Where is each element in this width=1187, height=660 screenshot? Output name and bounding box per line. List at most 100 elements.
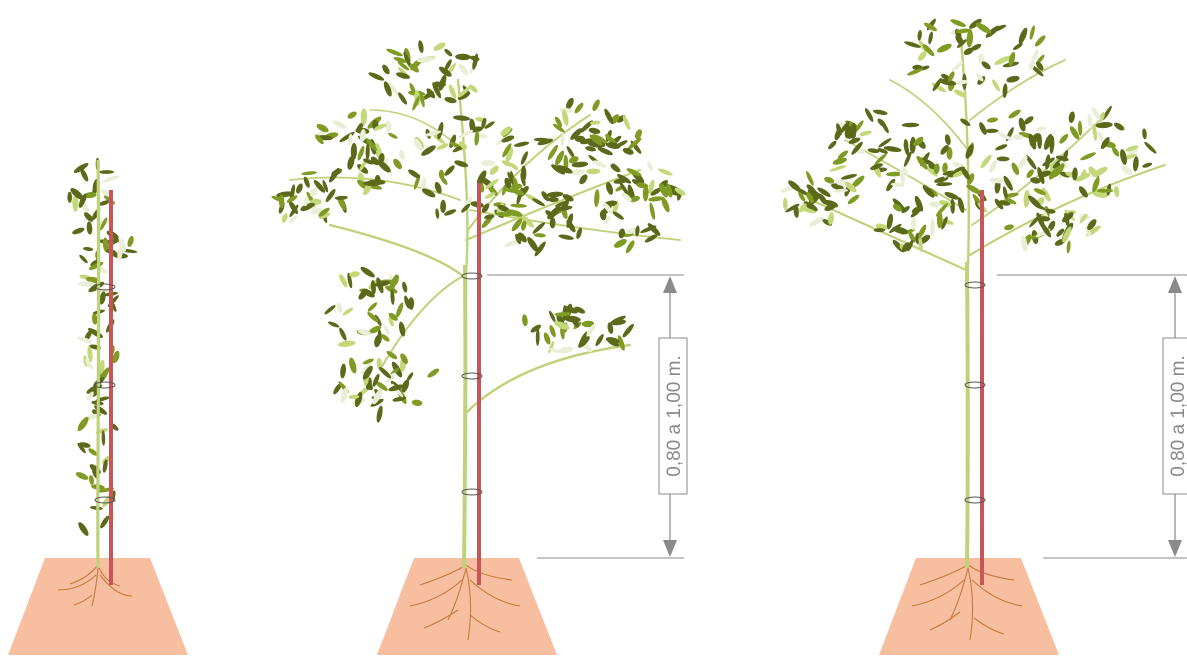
leaf [987,117,999,123]
leaf [929,201,941,209]
arrow-down [663,540,677,557]
leaf [455,53,471,60]
leaf [405,371,414,382]
leaf [342,306,355,316]
leaf [603,108,615,125]
leaf [335,195,348,200]
leaf [281,212,289,223]
leaf [1119,164,1133,177]
leaf [1029,25,1036,40]
leaf [534,233,546,238]
leaf [426,367,440,379]
leaf [340,363,347,378]
leaf [338,327,348,342]
leaf [387,132,398,140]
leaf [408,297,414,310]
leaf [440,200,446,213]
leaf [458,129,474,140]
leaf [346,110,358,120]
leaf [902,123,919,128]
leaf [436,142,450,151]
leaf [1017,117,1026,132]
leaf [592,159,607,169]
leaf [1143,141,1158,155]
leaf [586,168,600,174]
leaf [67,192,72,203]
leaf [331,118,348,130]
leaf [808,215,825,228]
leaf [863,107,874,123]
leaves [67,158,137,538]
leaf [991,78,1002,92]
leaf [435,208,440,219]
leaf [978,121,988,136]
leaf [381,63,391,75]
leaf [588,127,601,135]
leaf [79,167,90,182]
leaf [338,340,356,348]
leaf [859,130,873,138]
leaf [443,48,453,58]
leaf [548,310,557,323]
leaf [1096,130,1105,142]
leaf [339,386,350,404]
leaf [514,141,530,148]
leaf [335,302,343,314]
leaf [338,130,355,143]
leaf [99,514,111,529]
leaf [368,71,385,82]
leaf [525,236,540,254]
leaf [126,235,134,247]
leaf [548,197,559,202]
dimension-label: 0,80 a 1,00 m. [1168,355,1187,476]
leaf [357,328,372,337]
arrow-up [1168,276,1182,293]
leaf [558,233,574,241]
leaf [1058,133,1070,145]
leaf [823,176,835,185]
stage-formed-tree-pruned [780,17,1165,655]
leaf [338,273,349,289]
leaf [621,323,635,339]
leaf [457,62,470,76]
leaf [930,219,935,236]
leaf [657,167,673,177]
leaf [534,138,549,142]
leaf [917,30,922,41]
leaf [1044,154,1051,170]
leaf [348,357,358,374]
stage-formed-tree-with-low-branch [271,40,687,655]
leaf [573,101,585,114]
leaf [634,128,644,140]
leaf [1033,34,1046,48]
trunk [98,160,99,568]
leaf [594,333,605,347]
leaf [301,171,317,176]
leaf [76,415,91,432]
leaf [936,42,953,54]
leaf [648,202,656,220]
leaf [621,114,631,130]
support-stake [477,183,481,585]
leaf [911,217,917,230]
leaf [99,170,114,174]
leaf [75,471,90,482]
leaf [411,399,423,407]
trunk [464,265,465,568]
leaf [997,156,1010,161]
leaf [1142,128,1147,139]
leaf [71,226,85,235]
leaf [646,161,654,172]
leaf [398,149,406,160]
leaf [323,304,336,316]
leaf [327,320,340,328]
leaf [1017,154,1030,169]
leaf [974,21,992,36]
leaf [453,115,470,122]
leaf [944,134,952,146]
leaf [1142,162,1153,169]
leaf [805,170,815,186]
leaf [1006,75,1020,84]
leaf [1079,151,1096,162]
leaf [558,346,573,355]
